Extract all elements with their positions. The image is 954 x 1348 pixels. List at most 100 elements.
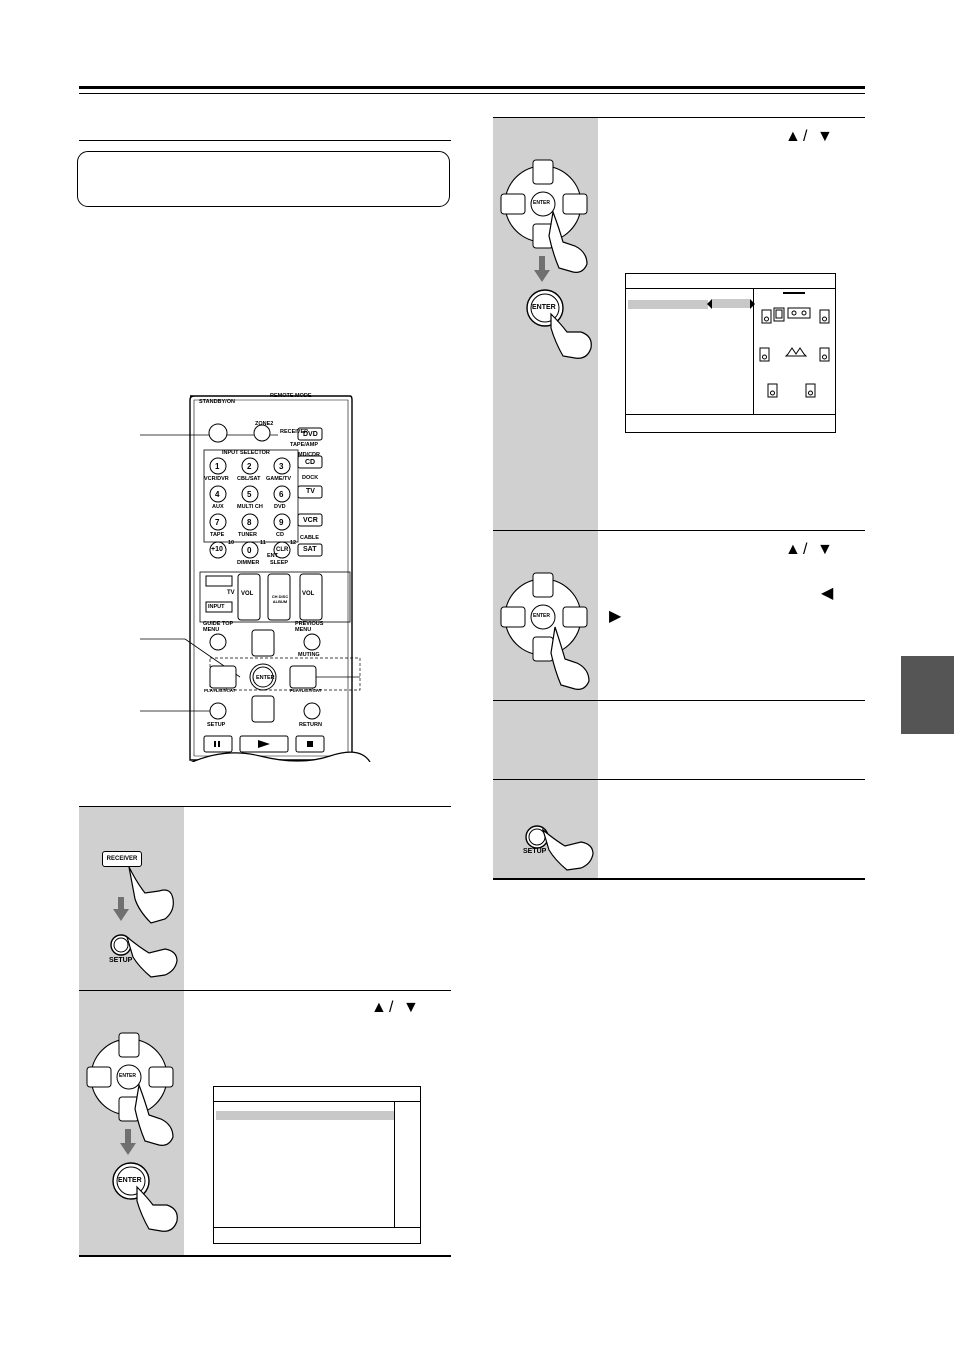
- step-1-illustration: RECEIVER SETUP: [79, 807, 184, 990]
- note-box: [77, 151, 450, 207]
- remote-cd-button[interactable]: CD: [305, 459, 316, 466]
- dpad-enter-label: ENTER: [119, 1073, 136, 1079]
- header-rule-thick: [79, 86, 865, 89]
- remote-num2-button[interactable]: 2: [247, 462, 252, 471]
- remote-lbl6: DVD: [274, 504, 286, 510]
- slash-glyph: /: [803, 541, 808, 558]
- remote-clr-button[interactable]: CLR: [276, 547, 289, 553]
- remote-cable-label: CABLE: [300, 535, 319, 541]
- up-arrow-icon: ▲: [371, 999, 387, 1016]
- dpad-enter-label: ENTER: [533, 613, 550, 619]
- step-2: ENTER ENTER ▲ / ▼: [79, 990, 451, 1256]
- chapter-tab: [901, 656, 954, 734]
- remote-tape-amp-label: TAPE/AMP: [290, 442, 319, 448]
- left-arrow-icon: ◀: [821, 585, 834, 602]
- remote-lbl3: GAME/TV: [266, 476, 292, 482]
- slash-glyph: /: [389, 999, 394, 1016]
- remote-playlist-right-label: PLAYLIST/CAT: [290, 688, 322, 693]
- down-arrow-icon: ▼: [817, 128, 833, 145]
- step-2-illustration: ENTER ENTER: [79, 991, 184, 1256]
- remote-num9-button[interactable]: 9: [279, 518, 284, 527]
- right-column-bottom-rule: [493, 878, 865, 880]
- remote-num1-button[interactable]: 1: [215, 462, 220, 471]
- remote-standby-label: STANDBY/ON: [199, 399, 235, 405]
- remote-lbl1: VCR/DVR: [204, 476, 229, 482]
- menu-highlight-row: [216, 1111, 394, 1120]
- dpad-icon: [500, 572, 590, 690]
- remote-n12: 12: [290, 540, 297, 546]
- step-4-illustration: ENTER: [493, 531, 598, 700]
- remote-lbl2: CBL/SAT: [237, 476, 261, 482]
- remote-setup-button[interactable]: SETUP: [207, 722, 226, 728]
- remote-num4-button[interactable]: 4: [215, 490, 220, 499]
- remote-guide-top-menu-label: GUIDE TOP MENU: [203, 621, 234, 633]
- setup-button-hand-icon: [525, 825, 594, 871]
- remote-num6-button[interactable]: 6: [279, 490, 284, 499]
- dpad-icon: [500, 159, 592, 359]
- dpad-icon: [86, 1032, 178, 1232]
- step-5-illustration: [493, 701, 598, 780]
- remote-plus10-button[interactable]: +10: [211, 546, 223, 553]
- remote-tv-button[interactable]: TV: [306, 488, 315, 495]
- speaker-config-screen: [625, 273, 836, 433]
- dpad-enter-label: ENTER: [533, 200, 550, 206]
- remote-ent-label: ENT: [267, 553, 278, 559]
- setup-label: SETUP: [109, 957, 133, 964]
- remote-dimmer-label: DIMMER: [237, 560, 260, 566]
- setup-label[interactable]: SETUP: [523, 848, 547, 855]
- onscreen-menu: [213, 1086, 421, 1244]
- remote-input-button[interactable]: INPUT: [208, 604, 225, 610]
- step-6: SETUP: [493, 779, 865, 879]
- remote-num7-button[interactable]: 7: [215, 518, 220, 527]
- remote-tv-label: TV: [227, 590, 235, 596]
- enter-button-label[interactable]: ENTER: [118, 1177, 142, 1184]
- step-5: [493, 700, 865, 780]
- remote-lbl5: MULTI CH: [237, 504, 263, 510]
- remote-lbl7: TAPE: [210, 532, 225, 538]
- speaker-layout-icon: [759, 292, 830, 398]
- remote-n11: 11: [260, 540, 266, 546]
- remote-num5-button[interactable]: 5: [247, 490, 252, 499]
- step-1-hand-and-arrow: [110, 866, 178, 978]
- slash-glyph: /: [803, 128, 808, 145]
- right-arrow-icon: ▶: [609, 608, 622, 625]
- remote-receiver-button[interactable]: RECEIVER: [280, 429, 309, 435]
- step-3: ENTER ENTER ▲ / ▼: [493, 117, 865, 531]
- remote-lbl8: TUNER: [238, 532, 257, 538]
- step-4: ENTER ▲ / ▼ ◀ ▶: [493, 530, 865, 700]
- remote-vol-button[interactable]: VOL: [302, 591, 315, 597]
- value-selector-arrows-icon: [707, 299, 755, 309]
- remote-num0-button[interactable]: 0: [247, 546, 252, 555]
- step-3-illustration: ENTER ENTER: [493, 118, 598, 531]
- remote-num3-button[interactable]: 3: [279, 462, 284, 471]
- enter-button-label[interactable]: ENTER: [532, 304, 556, 311]
- remote-mode-label: REMOTE MODE: [270, 393, 312, 399]
- remote-playlist-left-label: PLAYLIST/CAT: [204, 688, 236, 693]
- remote-sleep-label: SLEEP: [270, 560, 289, 566]
- remote-vcr-button[interactable]: VCR: [303, 517, 318, 524]
- up-arrow-icon: ▲: [785, 541, 801, 558]
- remote-return-button[interactable]: RETURN: [299, 722, 322, 728]
- remote-dock-label: DOCK: [302, 475, 319, 481]
- step-1: RECEIVER SETUP: [79, 806, 451, 990]
- remote-md-cdr-label: MD/CDR: [298, 452, 320, 458]
- remote-n10: 10: [228, 540, 235, 546]
- up-arrow-icon: ▲: [785, 128, 801, 145]
- remote-dvd-button[interactable]: DVD: [303, 431, 318, 438]
- remote-previous-menu-label: PREVIOUS MENU: [295, 621, 324, 633]
- down-arrow-icon: ▼: [817, 541, 833, 558]
- remote-ch-disc-album-button[interactable]: CH DISC ALBUM: [271, 594, 289, 604]
- remote-tv-vol-button[interactable]: VOL: [241, 591, 254, 597]
- section-rule: [79, 140, 451, 141]
- remote-num8-button[interactable]: 8: [247, 518, 252, 527]
- header-rule-thin: [79, 93, 865, 94]
- remote-zone2-label: ZONE2: [255, 421, 274, 427]
- left-column-bottom-rule: [79, 1255, 451, 1257]
- remote-sat-button[interactable]: SAT: [303, 546, 317, 553]
- receiver-button[interactable]: RECEIVER: [102, 851, 142, 867]
- remote-enter-button[interactable]: ENTER: [256, 675, 275, 681]
- remote-control-illustration: [140, 395, 380, 780]
- remote-input-selector-label: INPUT SELECTOR: [222, 450, 270, 456]
- remote-lbl4: AUX: [212, 504, 224, 510]
- step-6-illustration: SETUP: [493, 780, 598, 879]
